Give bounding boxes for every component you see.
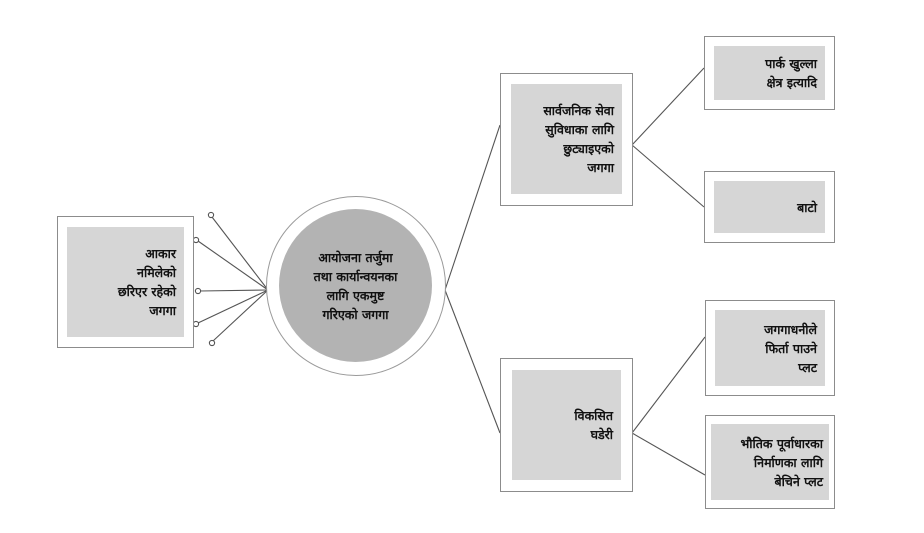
text-line: नमिलेको: [137, 265, 176, 280]
leaf-park-text: पार्क खुल्ला क्षेत्र इत्यादि: [714, 46, 825, 100]
pin-line: [197, 240, 269, 291]
pin-line: [211, 216, 269, 291]
text-line: भौतिक पूर्वाधारका: [740, 435, 823, 451]
text-line: छरिएर रहेको: [117, 284, 176, 299]
text-line: बेचिने प्लट: [774, 473, 823, 489]
text-line: छुट्याइएको: [563, 141, 614, 156]
text-line: आकार: [145, 246, 176, 261]
pin-dot: [192, 236, 200, 244]
leaf-road-node: बाटो: [704, 171, 835, 243]
text-line: जगगाधनीले: [764, 321, 817, 337]
connector-center-bottom: [444, 289, 501, 434]
text-line: तथा कार्यान्वयनका: [313, 268, 398, 284]
text-line: फिर्ता पाउने: [765, 340, 817, 356]
branch-top-node: सार्वजनिक सेवा सुविधाका लागि छुट्याइएको …: [500, 73, 633, 206]
leaf-return-plot-node: जगगाधनीले फिर्ता पाउने प्लट: [705, 300, 835, 396]
left-node-text: आकार नमिलेको छरिएर रहेको जगगा: [67, 227, 184, 337]
left-node: आकार नमिलेको छरिएर रहेको जगगा: [57, 216, 194, 348]
branch-bottom-text: विकसित घडेरी: [512, 370, 621, 480]
text-line: सुविधाका लागि: [545, 122, 614, 137]
branch-bottom-node: विकसित घडेरी: [500, 358, 633, 492]
branch-top-text: सार्वजनिक सेवा सुविधाका लागि छुट्याइएको …: [511, 84, 622, 194]
connector-bottom-leaf3: [631, 336, 706, 434]
leaf-park-node: पार्क खुल्ला क्षेत्र इत्यादि: [704, 36, 835, 110]
leaf-road-text: बाटो: [714, 181, 825, 233]
text-line: गरिएको जगगा: [322, 306, 389, 322]
pin-dot: [192, 320, 200, 328]
center-node: आयोजना तर्जुमा तथा कार्यान्वयनका लागि एक…: [266, 196, 446, 376]
leaf-return-plot-text: जगगाधनीले फिर्ता पाउने प्लट: [715, 310, 825, 386]
text-line: घडेरी: [590, 427, 613, 442]
connector-top-leaf1: [631, 67, 705, 146]
leaf-sale-plot-text: भौतिक पूर्वाधारका निर्माणका लागि बेचिने …: [711, 424, 829, 500]
text-line: जगगा: [587, 160, 614, 175]
text-line: विकसित: [574, 408, 613, 423]
connector-center-top: [444, 124, 501, 291]
text-line: पार्क खुल्ला: [765, 56, 817, 71]
connector-bottom-leaf4: [631, 432, 706, 476]
text-line: लागि एकमुष्ट: [326, 287, 385, 303]
text-line: क्षेत्र इत्यादि: [766, 75, 817, 90]
text-line: निर्माणका लागि: [753, 454, 823, 470]
pin-line: [197, 289, 269, 324]
pin-line: [199, 289, 269, 292]
text-line: प्लट: [798, 359, 817, 375]
text-line: आयोजना तर्जुमा: [318, 249, 393, 265]
text-line: जगगा: [149, 303, 176, 318]
leaf-sale-plot-node: भौतिक पूर्वाधारका निर्माणका लागि बेचिने …: [705, 415, 835, 509]
pin-line: [212, 289, 269, 342]
pin-dot: [194, 287, 202, 295]
text-line: सार्वजनिक सेवा: [543, 103, 614, 118]
connector-top-leaf2: [631, 144, 705, 208]
pin-dot: [208, 339, 216, 347]
center-node-text: आयोजना तर्जुमा तथा कार्यान्वयनका लागि एक…: [279, 209, 432, 362]
pin-dot: [207, 211, 215, 219]
text-line: बाटो: [797, 199, 817, 215]
